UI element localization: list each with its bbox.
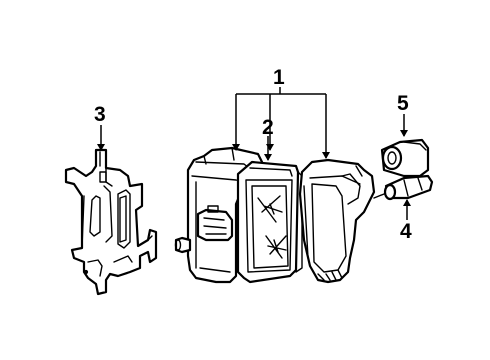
hose-clamp xyxy=(373,174,434,201)
callout-1-label: 1 xyxy=(273,66,285,89)
callout-3-label: 3 xyxy=(94,103,106,126)
callout-2-label: 2 xyxy=(262,116,274,139)
filter-element xyxy=(236,160,303,284)
mounting-bracket xyxy=(64,148,158,296)
callout-4-label: 4 xyxy=(400,220,412,243)
callout-5-label: 5 xyxy=(397,92,409,115)
rubber-sleeve xyxy=(380,138,430,178)
air-cleaner-cover xyxy=(298,158,376,284)
callout-leaders xyxy=(97,87,411,220)
